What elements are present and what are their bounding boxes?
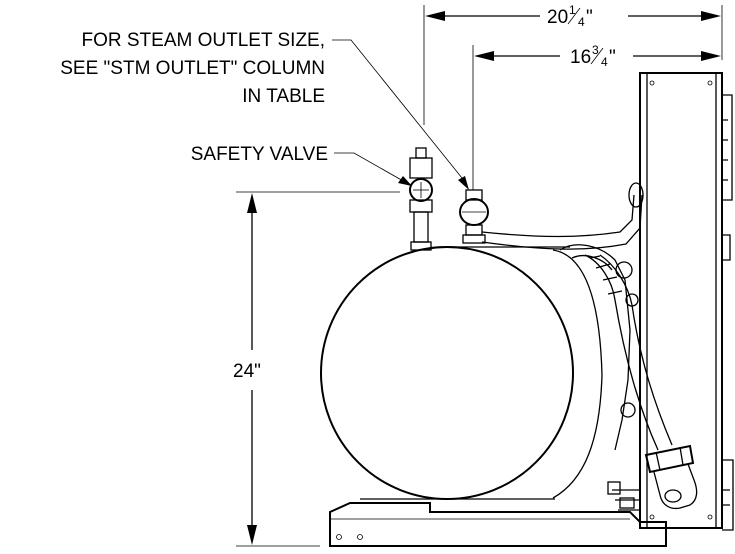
safety-valve-label: SAFETY VALVE xyxy=(191,144,328,165)
overall-width-whole: 20 xyxy=(547,7,568,28)
steam-outlet-callout: FOR STEAM OUTLET SIZE, SEE "STM OUTLET" … xyxy=(60,30,469,190)
boiler-tank xyxy=(320,246,603,500)
base-bolt-hole-1 xyxy=(336,534,342,540)
outlet-width-denominator: 4 xyxy=(601,55,608,69)
outlet-width-inch-mark: " xyxy=(609,47,616,68)
height-label: 24" xyxy=(233,361,261,382)
steam-pipe xyxy=(481,182,644,250)
arrowhead-left xyxy=(425,11,445,21)
steam-outlet-label-line1: FOR STEAM OUTLET SIZE, xyxy=(81,30,325,51)
outlet-arrowhead-right xyxy=(701,51,721,61)
arrowhead-right xyxy=(701,11,721,21)
steam-outlet-valve xyxy=(459,189,489,244)
height-dimension: 24" xyxy=(233,191,400,547)
base-bolt-hole-2 xyxy=(357,534,363,540)
steam-outlet-leader-line xyxy=(332,39,467,184)
overall-width-fraction-bar xyxy=(567,7,581,25)
safety-valve-leader-arrow xyxy=(398,176,412,186)
steam-outlet-label-line3: IN TABLE xyxy=(242,86,325,107)
outlet-width-numerator: 3 xyxy=(592,43,599,57)
overall-width-dimension: 20 1 4 " xyxy=(423,3,723,125)
outlet-arrowhead-left xyxy=(474,51,494,61)
steam-outlet-label-line2: SEE "STM OUTLET" COLUMN xyxy=(60,58,325,79)
height-arrowhead-bottom xyxy=(247,525,257,545)
outlet-width-fraction-bar xyxy=(590,47,604,65)
safety-valve-callout: SAFETY VALVE xyxy=(191,144,412,186)
outlet-width-dimension: 16 3 4 " xyxy=(472,43,721,190)
overall-width-denominator: 4 xyxy=(578,15,585,29)
overall-width-inch-mark: " xyxy=(586,7,593,28)
overall-width-numerator: 1 xyxy=(569,3,576,17)
safety-valve xyxy=(409,147,433,251)
flexible-hose xyxy=(584,254,698,510)
base-skid xyxy=(329,502,667,547)
control-cabinet xyxy=(639,72,734,531)
height-arrowhead-top xyxy=(247,193,257,213)
outlet-width-whole: 16 xyxy=(570,47,591,68)
safety-valve-leader-line xyxy=(334,152,406,183)
steam-outlet-leader-arrow xyxy=(458,176,469,190)
